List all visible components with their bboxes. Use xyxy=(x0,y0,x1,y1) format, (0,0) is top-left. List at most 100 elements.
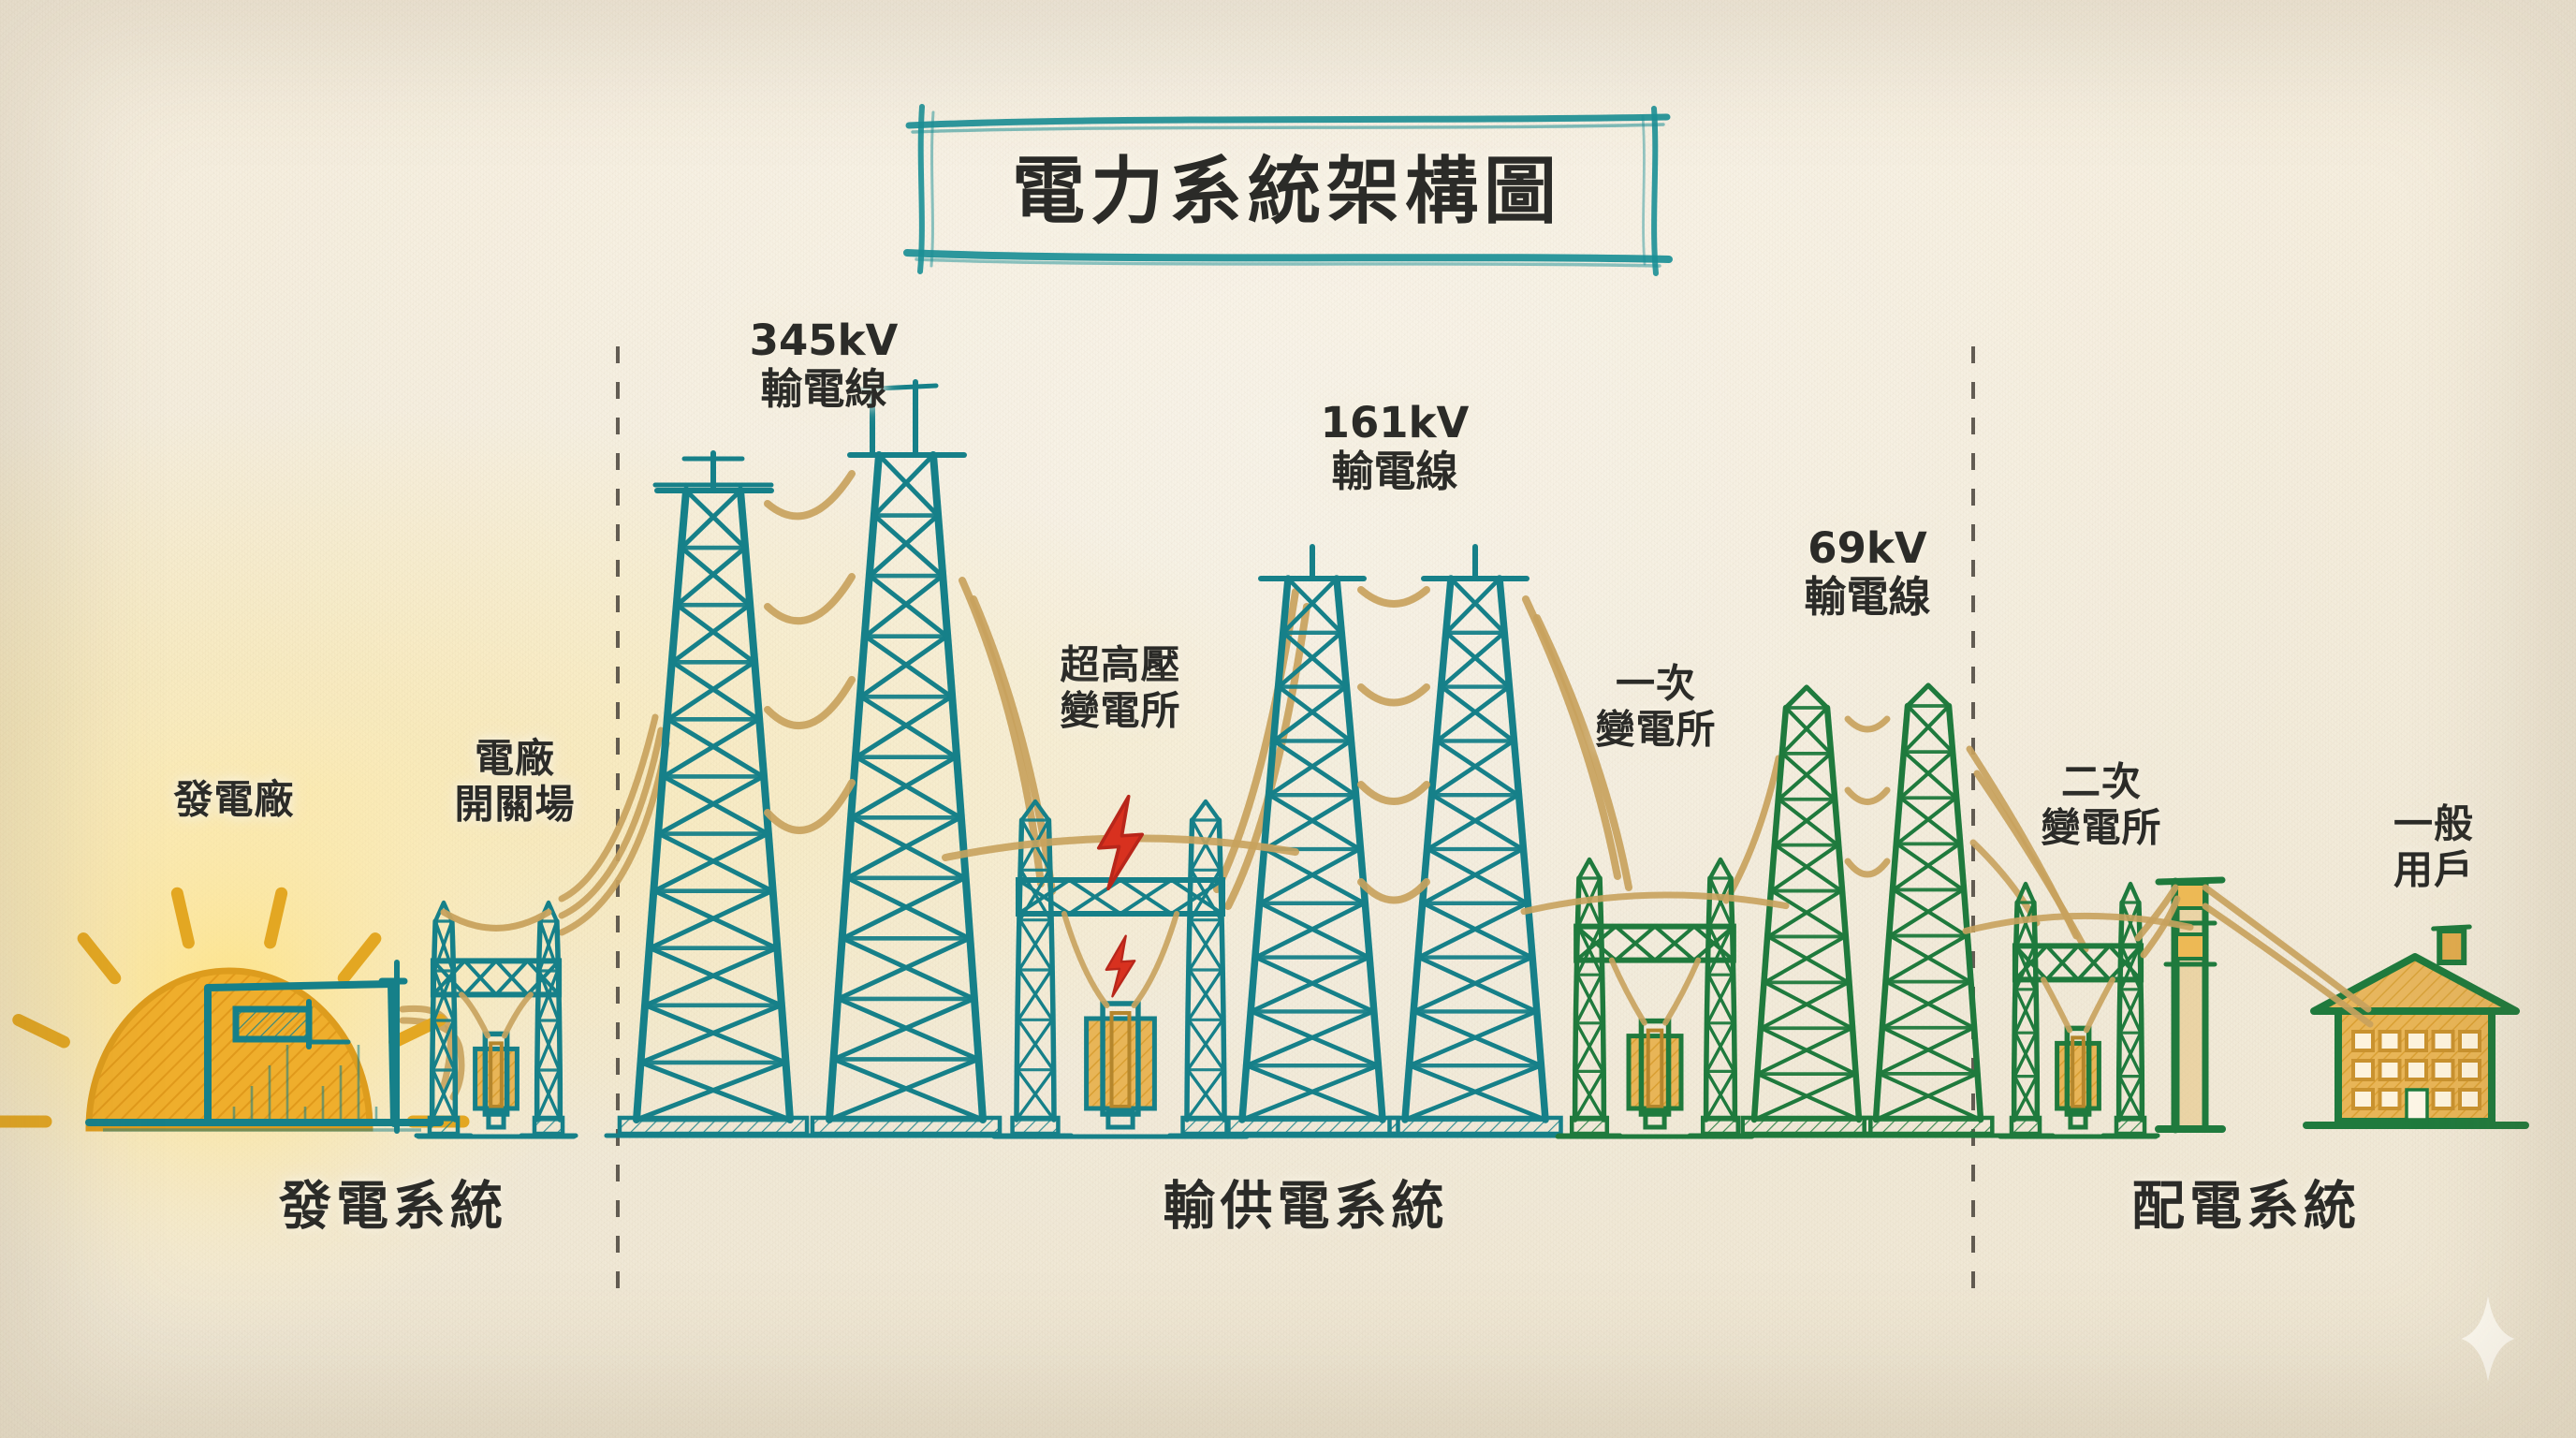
ehv-substation-left-tower xyxy=(997,799,1074,1138)
tower-base xyxy=(2009,1115,2042,1137)
house-window xyxy=(2431,1059,2455,1081)
sun-ray-icon xyxy=(170,887,195,949)
structure-layer xyxy=(0,379,2529,1139)
plant-building xyxy=(204,980,398,1127)
plant-switchyard-transformer xyxy=(473,1046,520,1111)
tower-base xyxy=(1387,1115,1563,1137)
house-window xyxy=(2351,1030,2375,1052)
pole-insulator xyxy=(2174,882,2206,910)
plant-window xyxy=(232,1005,313,1043)
cable-plant-out xyxy=(399,1005,454,1090)
ehv-substation-lead xyxy=(1131,911,1180,1008)
tower-base xyxy=(2114,1115,2147,1137)
house-chimney xyxy=(2437,928,2467,965)
primary-substation-transformer xyxy=(1626,1034,1684,1111)
plant-switchyard-right-tower xyxy=(519,900,578,1138)
power-plant xyxy=(0,887,470,1134)
cable-secondary-in xyxy=(1969,839,2041,927)
tower-base xyxy=(532,1115,565,1137)
icon-layer xyxy=(1096,794,2515,1382)
cable-161kv-span xyxy=(1357,683,1430,707)
page-title-text: 電力系統架構圖 xyxy=(1011,150,1562,234)
cable-345-feed xyxy=(558,713,659,902)
sun-ray-icon xyxy=(77,932,122,985)
house-window xyxy=(2378,1088,2402,1110)
cable-345kv-span xyxy=(764,573,856,625)
secondary-substation-left-tower xyxy=(1996,881,2056,1138)
cable-69kv-span xyxy=(1844,858,1891,878)
tower-345kv-right xyxy=(797,451,1016,1138)
cable-345-to-ehv xyxy=(970,595,1056,895)
cable-ehv-to-161 xyxy=(1213,588,1299,893)
primary-substation-lead xyxy=(1662,957,1702,1026)
sun-ray-icon xyxy=(337,932,382,985)
ehv-substation-lead xyxy=(1061,911,1110,1008)
tower-161kv-left xyxy=(1211,575,1413,1138)
cable-345kv-span xyxy=(764,470,856,521)
sparkle-icon xyxy=(2461,1296,2515,1382)
plant-switchyard-lead xyxy=(501,991,534,1039)
cable-161-to-primary xyxy=(1533,614,1632,891)
cable-secondary-to-pole xyxy=(2140,895,2181,959)
secondary-substation-right-tower xyxy=(2100,881,2160,1138)
primary-substation xyxy=(1555,923,1755,1139)
tower-base xyxy=(1700,1115,1741,1137)
distribution-pole xyxy=(2155,876,2226,1134)
tower-base xyxy=(810,1115,1003,1137)
house-door xyxy=(2405,1088,2429,1122)
cable-primary-bus xyxy=(1520,891,1790,916)
cable-345kv-span xyxy=(764,676,856,729)
cable-345-to-ehv xyxy=(959,577,1045,888)
tower-base xyxy=(1862,1115,1995,1137)
lightning-bolt-icon xyxy=(1096,794,1145,891)
general-customer-house xyxy=(2303,924,2529,1129)
house-window xyxy=(2351,1059,2375,1081)
tower-base xyxy=(1740,1115,1873,1137)
cable-345kv-span xyxy=(764,779,856,834)
cable-69-to-secondary xyxy=(1973,770,2089,953)
tower-base xyxy=(1180,1115,1231,1137)
house-window xyxy=(2458,1059,2481,1081)
cable-161kv-span xyxy=(1357,781,1430,805)
ehv-substation xyxy=(991,877,1250,1139)
cable-pole-to-house xyxy=(2202,884,2372,1013)
tower-345kv-left xyxy=(604,456,823,1138)
ehv-substation-right-tower xyxy=(1167,799,1244,1138)
title-frame-icon xyxy=(903,104,1673,276)
primary-substation-left-tower xyxy=(1556,857,1623,1138)
page-title: 電力系統架構圖 xyxy=(903,104,1673,276)
cable-switchyard-span xyxy=(440,908,552,932)
sun-ray-icon xyxy=(12,1014,70,1049)
house-window xyxy=(2378,1059,2402,1081)
cable-layer-front xyxy=(440,470,2374,1028)
house-window xyxy=(2378,1030,2402,1052)
secondary-substation-lead xyxy=(2041,976,2073,1034)
primary-substation-lead xyxy=(1608,957,1647,1026)
tower-base xyxy=(1224,1115,1400,1137)
house-window xyxy=(2458,1088,2481,1110)
primary-substation-right-tower xyxy=(1687,857,1754,1138)
tower-base xyxy=(617,1115,810,1137)
ehv-substation-transformer xyxy=(1084,1016,1157,1111)
cable-345-feed xyxy=(558,740,670,936)
house-window xyxy=(2405,1059,2428,1081)
plant-switchyard-left-tower xyxy=(414,900,474,1138)
sun-ray-icon xyxy=(264,887,288,949)
cable-layer-back xyxy=(399,577,2089,1101)
tower-base xyxy=(1010,1115,1061,1137)
cable-161kv-span xyxy=(1357,586,1430,608)
cable-pole-to-house xyxy=(2202,902,2374,1028)
cable-69kv-span xyxy=(1844,786,1891,805)
tower-69kv-left xyxy=(1727,684,1886,1138)
secondary-substation-transformer xyxy=(2055,1040,2101,1111)
house-window xyxy=(2458,1030,2481,1052)
plant-switchyard-lead xyxy=(459,991,491,1039)
secondary-substation-lead xyxy=(2083,976,2115,1034)
cable-345-feed xyxy=(558,726,665,919)
cable-161kv-span xyxy=(1357,878,1430,904)
cable-secondary-to-pole xyxy=(2134,884,2179,942)
cable-161-to-primary xyxy=(1522,595,1621,880)
tower-161kv-right xyxy=(1374,575,1576,1138)
